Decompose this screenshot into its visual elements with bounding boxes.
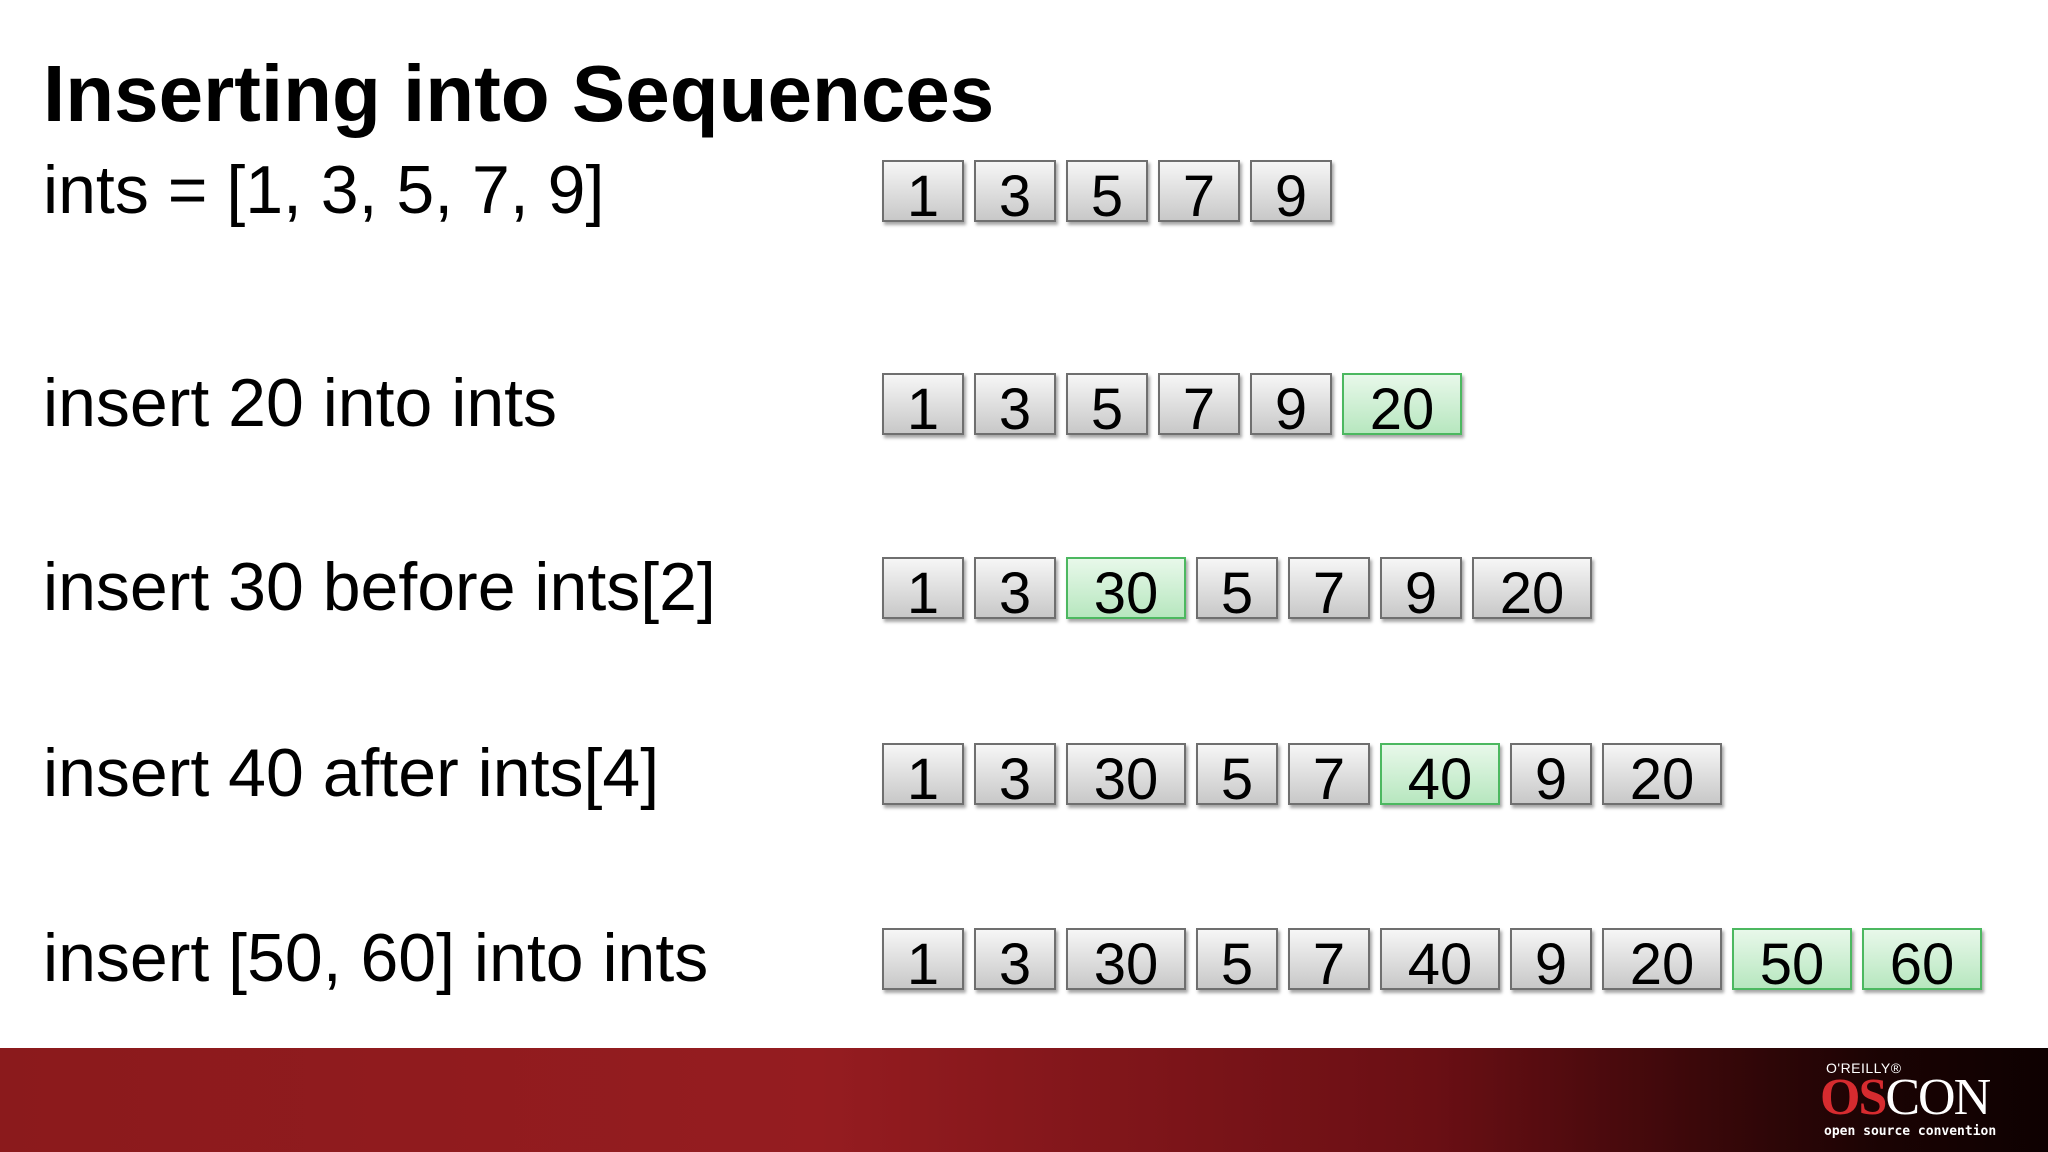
sequence-cell: 9 [1510, 928, 1592, 996]
sequence-cell: 3 [974, 743, 1056, 811]
row-label: insert 40 after ints[4] [43, 735, 660, 811]
sequence-cell: 3 [974, 160, 1056, 228]
sequence-cell: 20 [1472, 557, 1592, 625]
inserted-cell: 20 [1342, 373, 1462, 441]
sequence-cell: 7 [1288, 743, 1370, 811]
sequence-cell: 1 [882, 373, 964, 441]
sequence-cell: 7 [1288, 557, 1370, 625]
sequence-cell: 5 [1196, 557, 1278, 625]
sequence-cell: 5 [1196, 928, 1278, 996]
sequence-cell: 1 [882, 928, 964, 996]
row-label: ints = [1, 3, 5, 7, 9] [43, 152, 605, 228]
logo-oreilly: O'REILLY® [1826, 1060, 1902, 1076]
sequence-cell: 20 [1602, 743, 1722, 811]
sequence-cell: 9 [1510, 743, 1592, 811]
sequence-cell: 3 [974, 373, 1056, 441]
sequence-cell: 1 [882, 743, 964, 811]
inserted-cell: 40 [1380, 743, 1500, 811]
sequence-cell: 1 [882, 160, 964, 228]
sequence-cell: 3 [974, 557, 1056, 625]
sequence-cell: 7 [1288, 928, 1370, 996]
sequence-cell: 9 [1380, 557, 1462, 625]
sequence-cell: 30 [1066, 743, 1186, 811]
sequence-cell: 7 [1158, 160, 1240, 228]
sequence-cell: 20 [1602, 928, 1722, 996]
sequence-cell: 30 [1066, 928, 1186, 996]
row-label: insert [50, 60] into ints [43, 920, 709, 996]
row-label: insert 30 before ints[2] [43, 549, 716, 625]
inserted-cell: 30 [1066, 557, 1186, 625]
sequence-cell: 40 [1380, 928, 1500, 996]
sequence-cell: 5 [1066, 373, 1148, 441]
sequence-cell: 9 [1250, 160, 1332, 228]
slide-title: Inserting into Sequences [43, 49, 995, 138]
oscon-logo: O'REILLY® OSCON open source convention [1820, 1060, 2020, 1140]
inserted-cell: 50 [1732, 928, 1852, 996]
sequence-cell: 3 [974, 928, 1056, 996]
sequence-cell: 1 [882, 557, 964, 625]
logo-oscon: OSCON [1820, 1069, 1991, 1126]
inserted-cell: 60 [1862, 928, 1982, 996]
footer-bar: O'REILLY® OSCON open source convention [0, 1048, 2048, 1152]
sequence-cell: 5 [1066, 160, 1148, 228]
logo-subtitle: open source convention [1824, 1124, 1997, 1139]
sequence-cell: 9 [1250, 373, 1332, 441]
sequence-cell: 7 [1158, 373, 1240, 441]
sequence-cell: 5 [1196, 743, 1278, 811]
logo-con: CON [1885, 1069, 1991, 1126]
logo-os: OS [1820, 1069, 1887, 1126]
row-label: insert 20 into ints [43, 365, 558, 441]
